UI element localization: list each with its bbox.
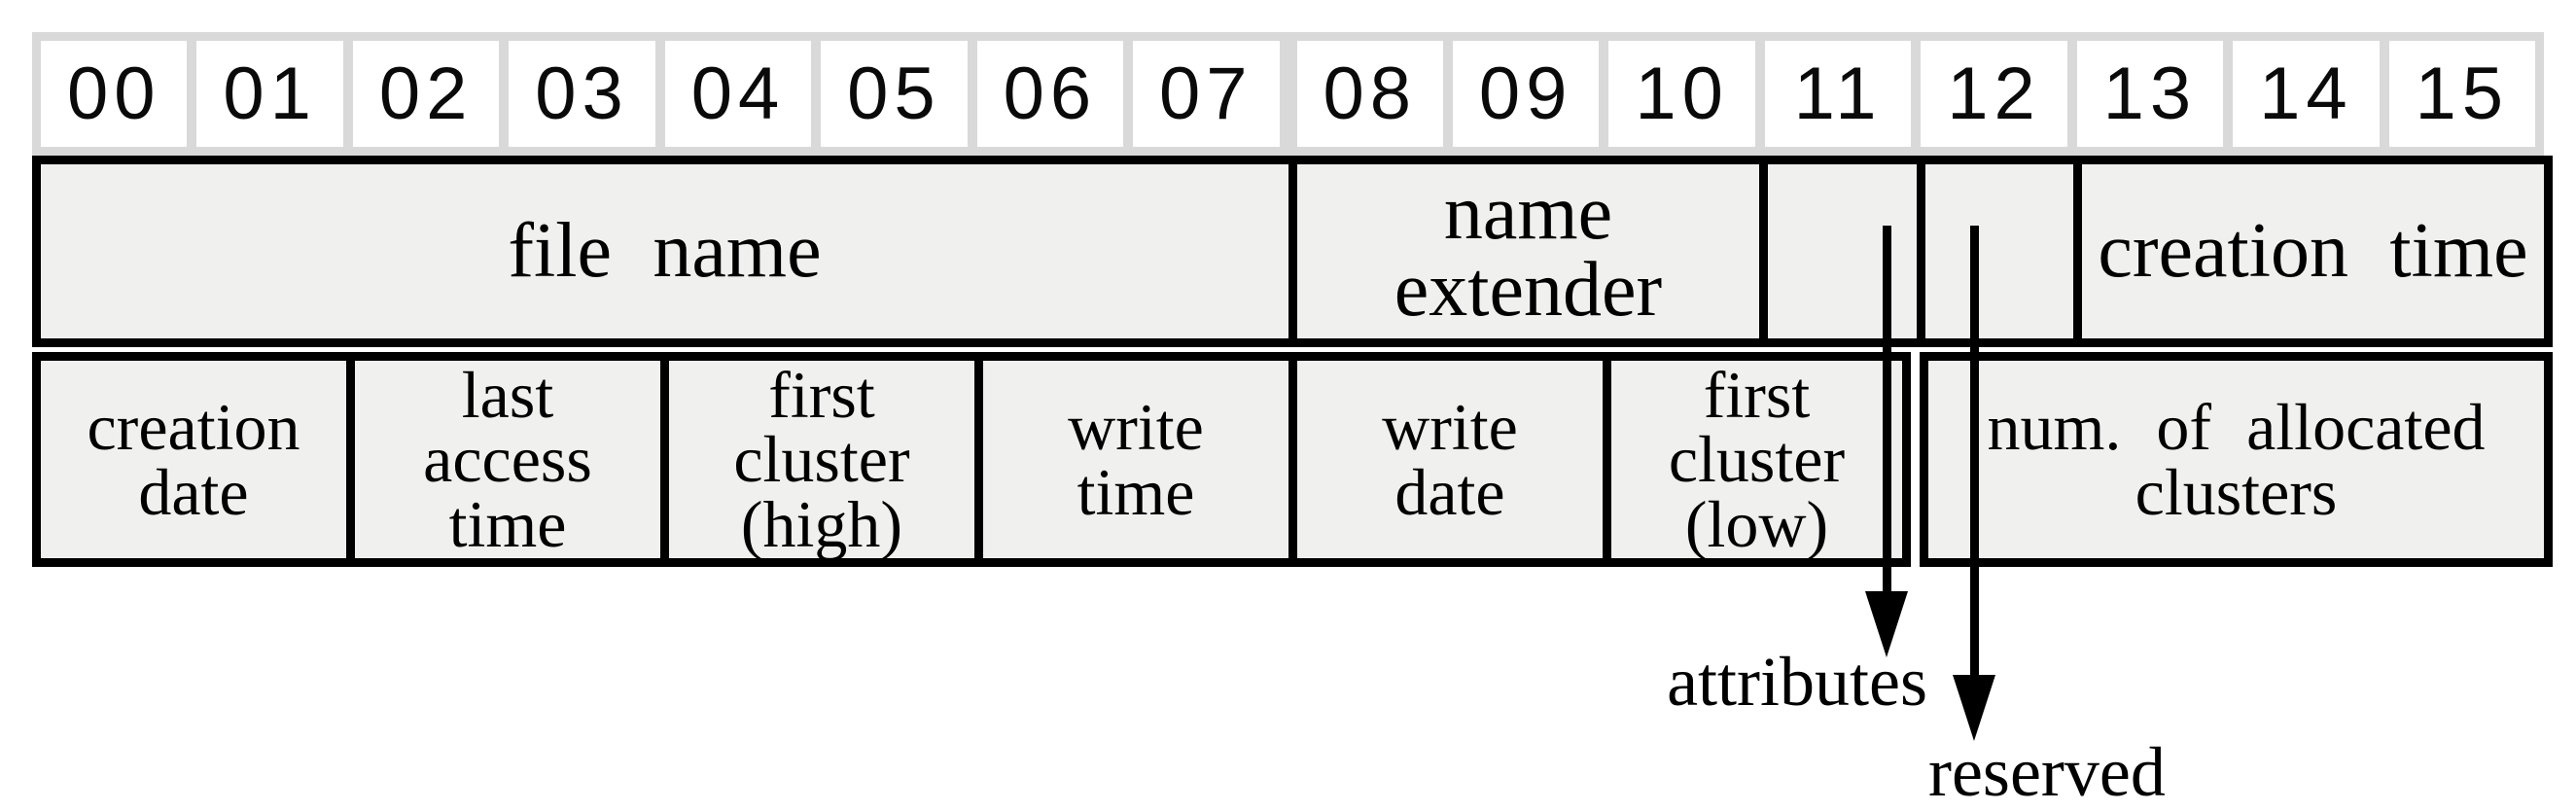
byte-header-cell-10: 10 xyxy=(1608,41,1755,147)
byte-header-cell-11: 11 xyxy=(1764,41,1912,147)
field-reserved-byte xyxy=(1917,156,2082,347)
field-write-time: write time xyxy=(974,352,1297,567)
byte-header-cell-13: 13 xyxy=(2076,41,2224,147)
field-last-access-time: last access time xyxy=(346,352,669,567)
byte-header-cell-03: 03 xyxy=(509,41,655,147)
field-write-date: write date xyxy=(1288,352,1611,567)
byte-header-cell-05: 05 xyxy=(821,41,968,147)
reserved-label: reserved xyxy=(1928,733,2166,811)
field-num-allocated-clusters: num. of allocated clusters xyxy=(1920,352,2553,567)
byte-header-cell-01: 01 xyxy=(196,41,343,147)
reserved-arrow-head-icon xyxy=(1953,675,1995,741)
field-name-extender: name extender xyxy=(1288,156,1768,347)
field-first-cluster-high: first cluster (high) xyxy=(660,352,983,567)
attributes-arrow-line xyxy=(1883,226,1891,595)
byte-header-cell-06: 06 xyxy=(976,41,1124,147)
byte-header-cell-04: 04 xyxy=(664,41,812,147)
reserved-arrow-line xyxy=(1970,226,1979,677)
field-first-cluster-low: first cluster (low) xyxy=(1603,352,1911,567)
byte-header-cell-15: 15 xyxy=(2388,41,2535,147)
field-creation-date: creation date xyxy=(32,352,355,567)
byte-header-cell-08: 08 xyxy=(1296,41,1443,147)
attributes-arrow-head-icon xyxy=(1865,591,1908,657)
field-attributes-byte xyxy=(1759,156,1925,347)
byte-header-cell-00: 00 xyxy=(41,41,188,147)
byte-header-strip: 00 01 02 03 04 05 06 07 08 09 10 11 12 1… xyxy=(32,32,2544,156)
byte-header-cell-02: 02 xyxy=(352,41,500,147)
byte-header-cell-07: 07 xyxy=(1133,41,1280,147)
byte-header-cell-12: 12 xyxy=(1921,41,2067,147)
byte-header-cell-09: 09 xyxy=(1452,41,1600,147)
field-file-name: file name xyxy=(32,156,1297,347)
field-creation-time: creation time xyxy=(2073,156,2553,347)
byte-header-cell-14: 14 xyxy=(2233,41,2380,147)
